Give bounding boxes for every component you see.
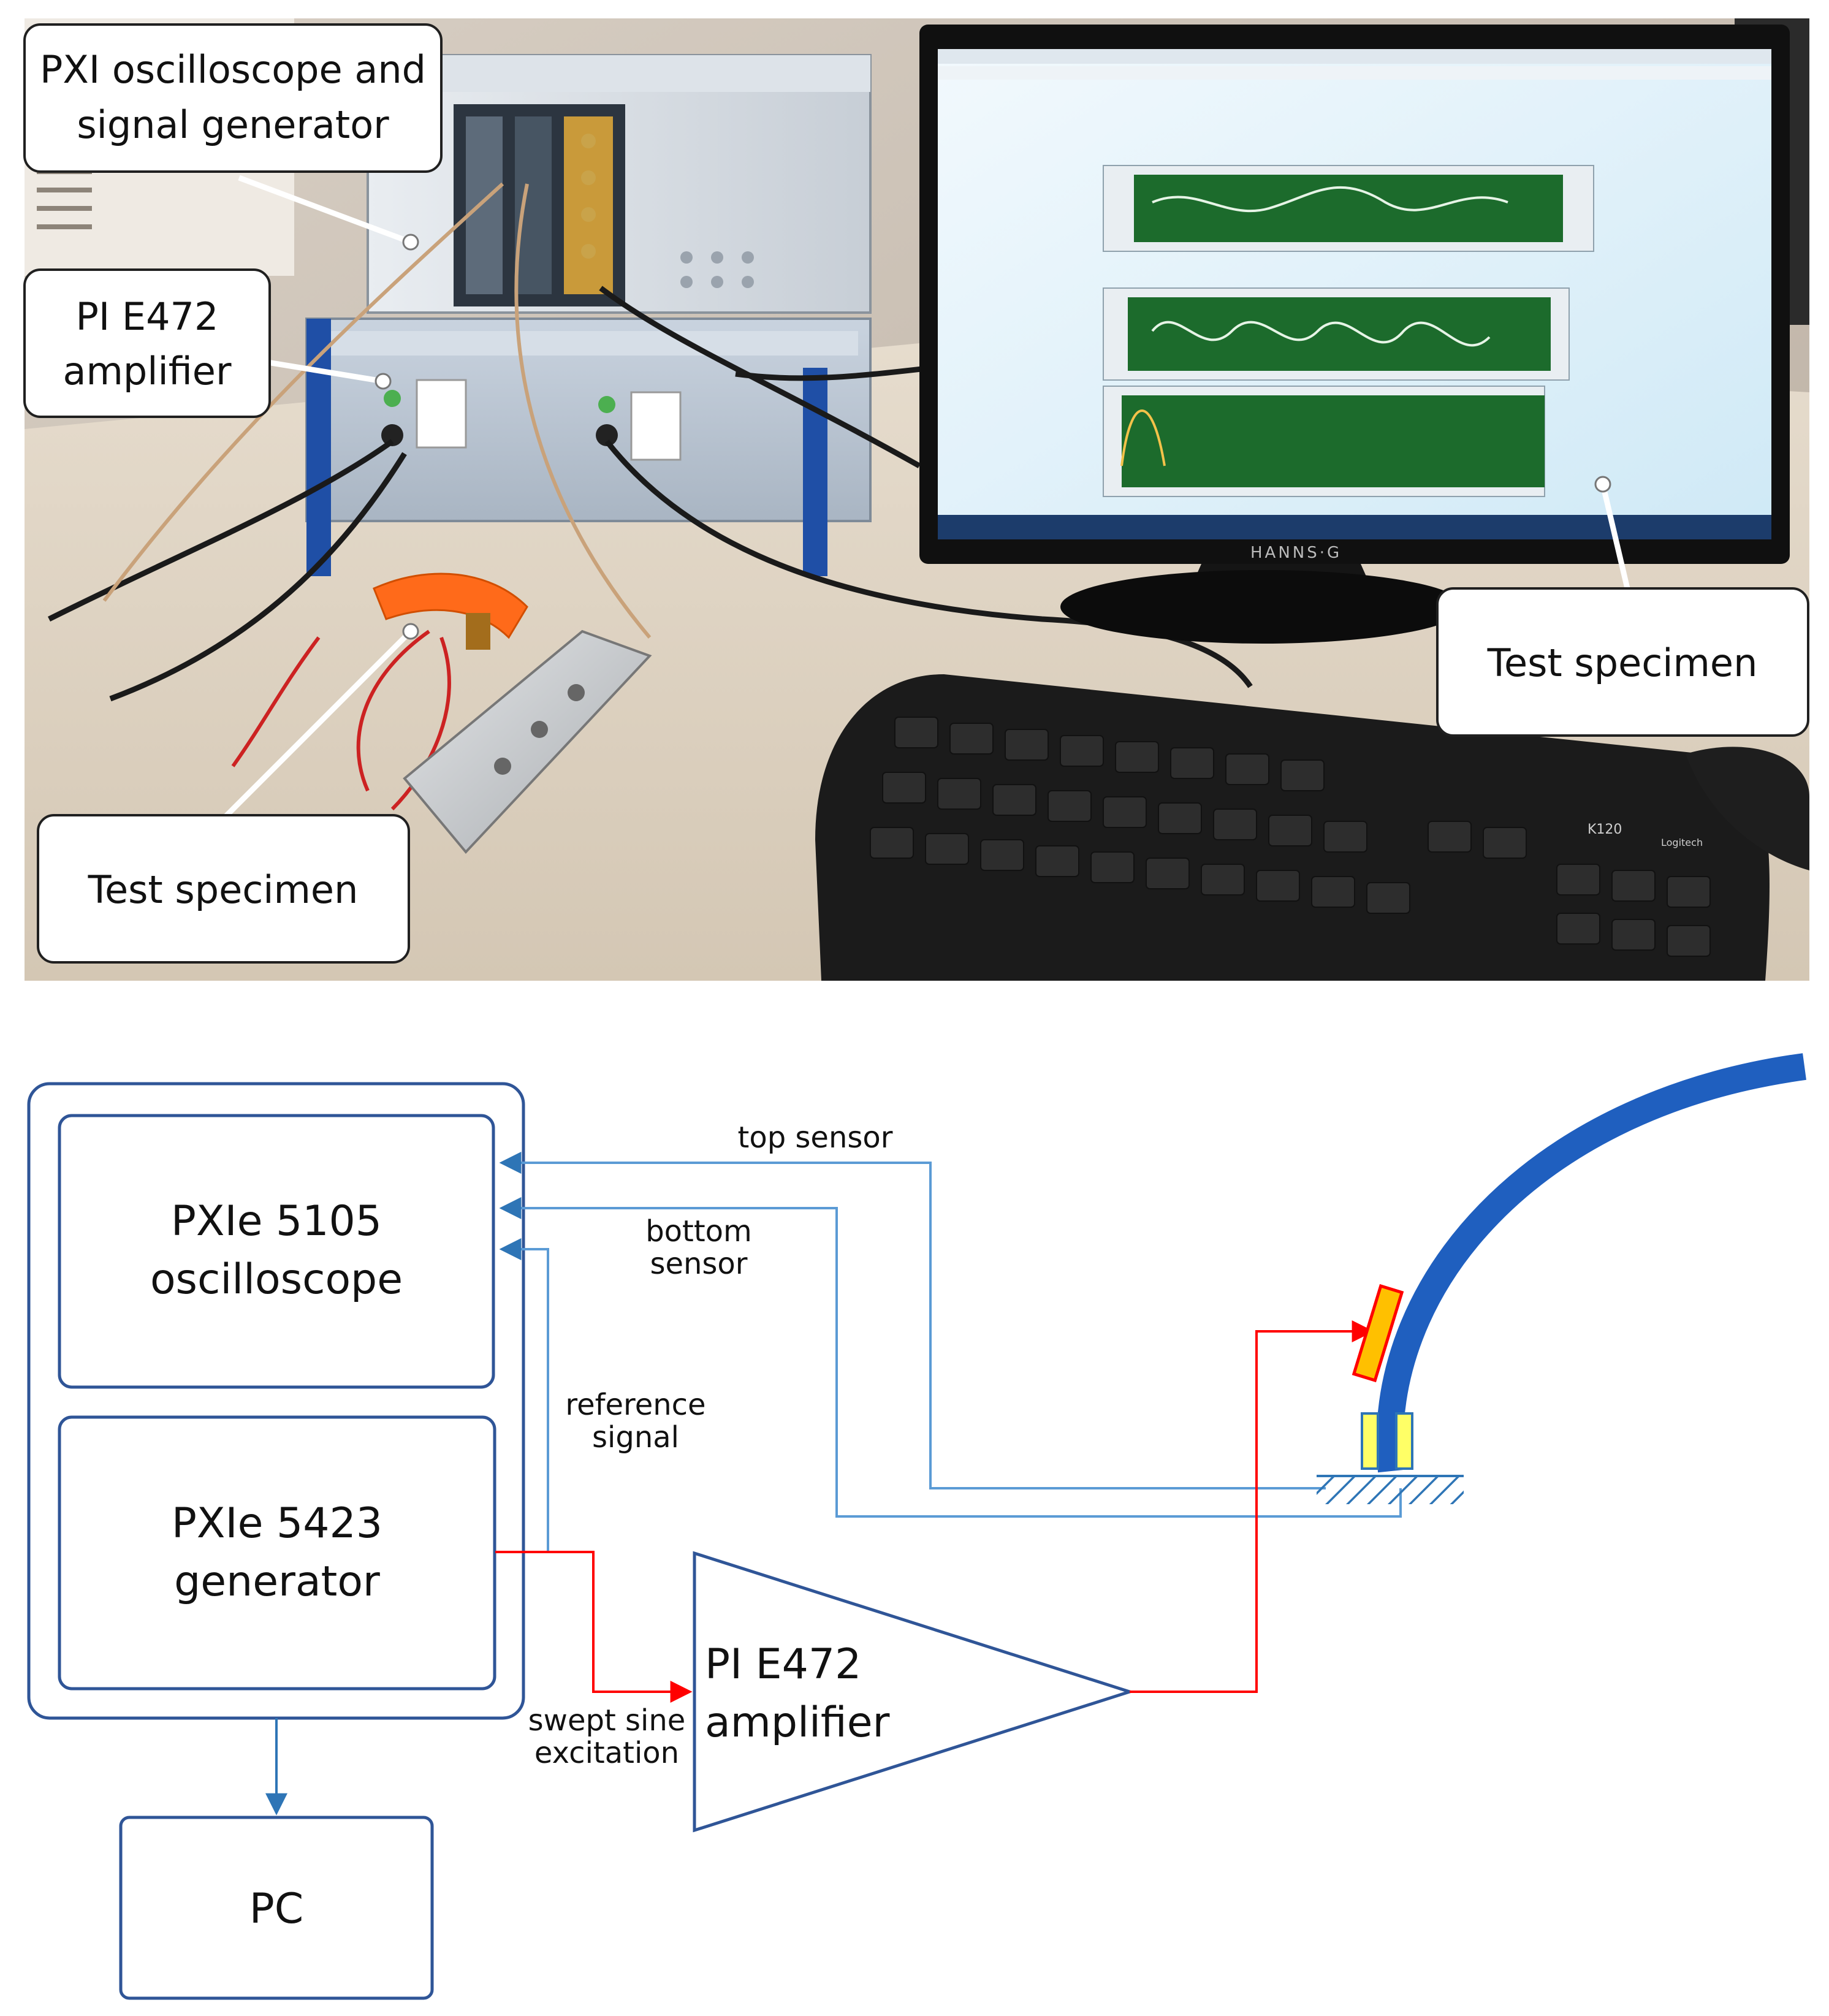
pxi-chassis-box (27, 1082, 525, 1720)
clamp-ground (1317, 1476, 1464, 1504)
monitor-brand: HANNS·G (1250, 544, 1342, 562)
keyboard-brand: Logitech (1661, 837, 1703, 848)
reference-signal-label-line1: reference (565, 1388, 705, 1422)
callout-specimen-left: Test specimen (37, 814, 410, 964)
generator-type-label: generator (174, 1558, 380, 1606)
swept-sine-label-line2: excitation (534, 1736, 679, 1770)
generator-model-label: PXIe 5423 (172, 1499, 382, 1548)
callout-specimen-right-label: Test specimen (1487, 641, 1758, 685)
amplifier-type-label: amplifier (705, 1698, 890, 1747)
callout-amp-line1: PI E472 (76, 294, 219, 339)
bottom-sensor-wire (499, 1197, 1402, 1518)
oscilloscope-type-label: oscilloscope (150, 1255, 403, 1304)
keyboard-model: K120 (1588, 822, 1622, 837)
top-sensor-wire (499, 1152, 1326, 1489)
pxi-chassis (367, 54, 872, 314)
screen-plot-1 (1103, 165, 1594, 252)
callout-pxi-line2: signal generator (77, 102, 389, 147)
sensor-patch-left (1361, 1412, 1379, 1470)
callout-pxi: PXI oscilloscope and signal generator (23, 23, 443, 173)
bottom-sensor-label-line2: sensor (650, 1247, 747, 1281)
callout-specimen-right: Test specimen (1436, 587, 1809, 737)
reference-signal-wire (499, 1238, 549, 1552)
amplifier-block: PI E472 amplifier (693, 1551, 1135, 1833)
generator-box: PXIe 5423 generator (58, 1415, 496, 1691)
lab-setup-photo: HANNS·G (23, 18, 1809, 981)
swept-sine-wire (495, 1551, 693, 1703)
sensor-patch-right (1395, 1412, 1413, 1470)
schematic-diagram: PXIe 5105 oscilloscope PXIe 5423 generat… (27, 1053, 1806, 2000)
keyboard: K120 Logitech (815, 674, 1770, 981)
pc-box: PC (119, 1816, 434, 2000)
specimen-fixture (373, 572, 652, 854)
beam-specimen (1376, 1053, 1806, 1473)
bottom-sensor-label-line1: bottom (645, 1214, 752, 1249)
oscilloscope-box: PXIe 5105 oscilloscope (58, 1114, 495, 1389)
callout-specimen-left-label: Test specimen (88, 867, 359, 912)
amplifier-model-label: PI E472 (705, 1640, 861, 1689)
callout-pxi-line1: PXI oscilloscope and (40, 47, 426, 92)
actuator-patch (1352, 1284, 1404, 1383)
callout-amplifier: PI E472 amplifier (23, 268, 271, 418)
screen-plot-3 (1103, 386, 1545, 497)
amplifier-unit (305, 318, 872, 576)
oscilloscope-model-label: PXIe 5105 (171, 1197, 382, 1246)
actuator-drive-wire (1130, 1320, 1374, 1693)
pc-label: PC (249, 1885, 304, 1933)
callout-amp-line2: amplifier (63, 349, 232, 394)
monitor: HANNS·G (919, 25, 1790, 644)
screen-plot-2 (1103, 287, 1570, 381)
swept-sine-label-line1: swept sine (528, 1703, 686, 1738)
reference-signal-label-line2: signal (592, 1420, 679, 1455)
mouse (1686, 747, 1809, 870)
top-sensor-label: top sensor (738, 1120, 893, 1155)
